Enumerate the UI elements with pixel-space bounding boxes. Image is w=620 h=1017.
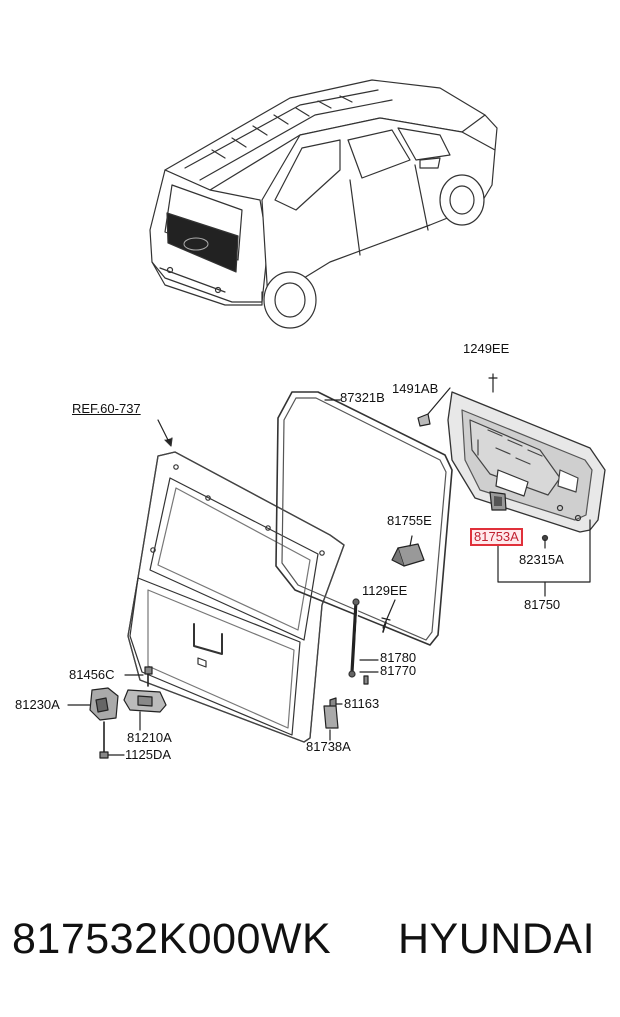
weatherstrip-illustration bbox=[275, 391, 453, 646]
tailgate-illustration bbox=[127, 419, 345, 743]
part-label-81210A: 81210A bbox=[127, 730, 172, 745]
bumper-stop-illustration bbox=[391, 535, 425, 567]
parts-diagram: REF.60-737 1249EE 1491AB 87321B 81755E 8… bbox=[15, 79, 606, 762]
part-label-81163: 81163 bbox=[344, 696, 380, 711]
brand-name: HYUNDAI bbox=[398, 915, 596, 963]
part-label-81750: 81750 bbox=[524, 597, 561, 612]
part-label-81230A: 81230A bbox=[15, 697, 60, 712]
trim-panel-illustration bbox=[417, 373, 606, 597]
part-label-81753A-highlighted: 81753A bbox=[470, 528, 523, 546]
ref-label: REF.60-737 bbox=[72, 401, 141, 416]
vehicle-illustration bbox=[149, 79, 498, 329]
latch-parts-illustration bbox=[323, 697, 343, 741]
part-label-81780: 81780 bbox=[380, 650, 417, 665]
diagram-drawing bbox=[67, 79, 606, 759]
latch-assembly-illustration bbox=[67, 666, 167, 759]
part-label-87321B: 87321B bbox=[340, 390, 385, 405]
part-label-1125DA: 1125DA bbox=[125, 747, 172, 762]
part-number: 817532K000WK bbox=[12, 915, 332, 963]
part-label-1129EE: 1129EE bbox=[362, 583, 408, 598]
part-label-1249EE: 1249EE bbox=[463, 341, 510, 356]
part-label-81738A: 81738A bbox=[306, 739, 351, 754]
part-label-81456C: 81456C bbox=[69, 667, 115, 682]
part-label-81755E: 81755E bbox=[387, 513, 432, 528]
gas-strut-illustration bbox=[348, 598, 396, 685]
part-label-81770: 81770 bbox=[380, 663, 417, 678]
footer-caption: 817532K000WK HYUNDAI bbox=[0, 905, 620, 985]
part-label-1491AB: 1491AB bbox=[392, 381, 439, 396]
part-label-82315A: 82315A bbox=[519, 552, 564, 567]
